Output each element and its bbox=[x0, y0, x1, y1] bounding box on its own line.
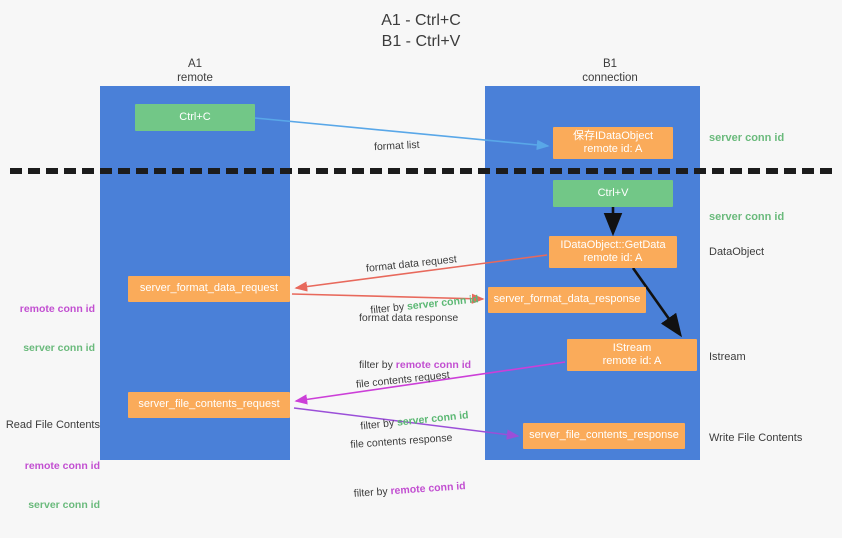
left-note-server-conn-id: server conn id bbox=[23, 342, 95, 354]
edge-format-data-request bbox=[294, 254, 548, 292]
divider-dashed-line bbox=[10, 168, 832, 174]
node-server-file-contents-response[interactable]: server_file_contents_response bbox=[523, 423, 685, 449]
node-ctrl-v-label: Ctrl+V bbox=[597, 186, 629, 199]
left-note-read-file-contents-group: Read File Contents remote conn id server… bbox=[0, 392, 100, 538]
node-server-format-data-response-label: server_format_data_response bbox=[493, 293, 641, 306]
side-note-write-file-contents: Write File Contents bbox=[709, 432, 803, 444]
edge-label-format-data-response: format data response filter by remote co… bbox=[359, 283, 471, 400]
node-server-format-data-response[interactable]: server_format_data_response bbox=[488, 287, 646, 313]
node-server-file-contents-response-label: server_file_contents_response bbox=[529, 429, 679, 442]
edge-label-format-list-text: format list bbox=[373, 138, 420, 154]
edge-format-list bbox=[254, 117, 550, 151]
edge-label-file-contents-response-filter: filter by remote conn id bbox=[353, 479, 466, 501]
left-note-conn-id-pair-middle: remote conn id server conn id bbox=[0, 277, 95, 381]
filter-prefix: filter by bbox=[353, 485, 391, 500]
edge-label-format-data-response-line1: format data response bbox=[359, 312, 459, 324]
edge-label-format-list: format list bbox=[372, 110, 421, 182]
node-ctrl-c[interactable]: Ctrl+C bbox=[135, 104, 255, 131]
edge-label-file-contents-response-line1: file contents response bbox=[350, 431, 453, 451]
edge-label-file-contents-request-line1: file contents request bbox=[355, 368, 451, 391]
filter-value-remote-conn-id: remote conn id bbox=[390, 480, 467, 498]
filter-prefix: filter by bbox=[359, 359, 396, 371]
side-note-server-conn-id-mid: server conn id bbox=[709, 211, 785, 223]
node-save-idataobject-line2: remote id: A bbox=[583, 143, 643, 155]
column-header-b1: B1 connection bbox=[582, 58, 638, 84]
edge-label-file-contents-response: file contents response filter by remote … bbox=[348, 402, 468, 529]
edge-label-format-data-request-line1: format data request bbox=[365, 253, 458, 275]
left-note-remote-conn-id: remote conn id bbox=[19, 303, 95, 315]
node-server-file-contents-request-label: server_file_contents_request bbox=[138, 398, 280, 411]
left-note-remote-conn-id: remote conn id bbox=[24, 460, 100, 472]
connector-layer bbox=[254, 117, 683, 440]
side-note-istream: Istream bbox=[709, 351, 746, 363]
node-ctrl-c-label: Ctrl+C bbox=[179, 110, 211, 123]
node-istream-line1: IStream bbox=[612, 341, 652, 354]
filter-value-remote-conn-id: remote conn id bbox=[395, 359, 472, 371]
node-server-file-contents-request[interactable]: server_file_contents_request bbox=[128, 392, 290, 418]
side-note-dataobject: DataObject bbox=[709, 246, 765, 258]
page-title: A1 - Ctrl+C B1 - Ctrl+V bbox=[381, 12, 461, 50]
node-getdata-line2: remote id: A bbox=[583, 252, 643, 264]
node-getdata-line1: IDataObject::GetData bbox=[560, 238, 666, 251]
edge-file-contents-response bbox=[293, 407, 520, 440]
left-note-read-file-contents: Read File Contents bbox=[5, 419, 100, 431]
edge-label-format-data-response-filter: filter by remote conn id bbox=[359, 358, 471, 372]
node-server-format-data-request-label: server_format_data_request bbox=[139, 282, 279, 295]
column-header-a1: A1 remote bbox=[177, 58, 213, 84]
edge-getdata-to-istream bbox=[631, 267, 683, 338]
node-save-idataobject-line1: 保存IDataObject bbox=[572, 129, 654, 142]
node-ctrl-v[interactable]: Ctrl+V bbox=[553, 180, 673, 207]
diagram-canvas: A1 - Ctrl+C B1 - Ctrl+V A1 remote B1 con… bbox=[0, 12, 832, 511]
node-save-idataobject[interactable]: 保存IDataObject remote id: A bbox=[553, 127, 673, 159]
node-idataobject-getdata[interactable]: IDataObject::GetData remote id: A bbox=[549, 236, 677, 268]
edge-format-data-response bbox=[291, 293, 485, 304]
node-server-format-data-request[interactable]: server_format_data_request bbox=[128, 276, 290, 302]
node-istream-line2: remote id: A bbox=[602, 355, 662, 367]
node-istream[interactable]: IStream remote id: A bbox=[567, 339, 697, 371]
edge-file-contents-request bbox=[294, 361, 566, 405]
side-note-server-conn-id-top: server conn id bbox=[709, 132, 785, 144]
left-note-server-conn-id: server conn id bbox=[28, 499, 100, 511]
